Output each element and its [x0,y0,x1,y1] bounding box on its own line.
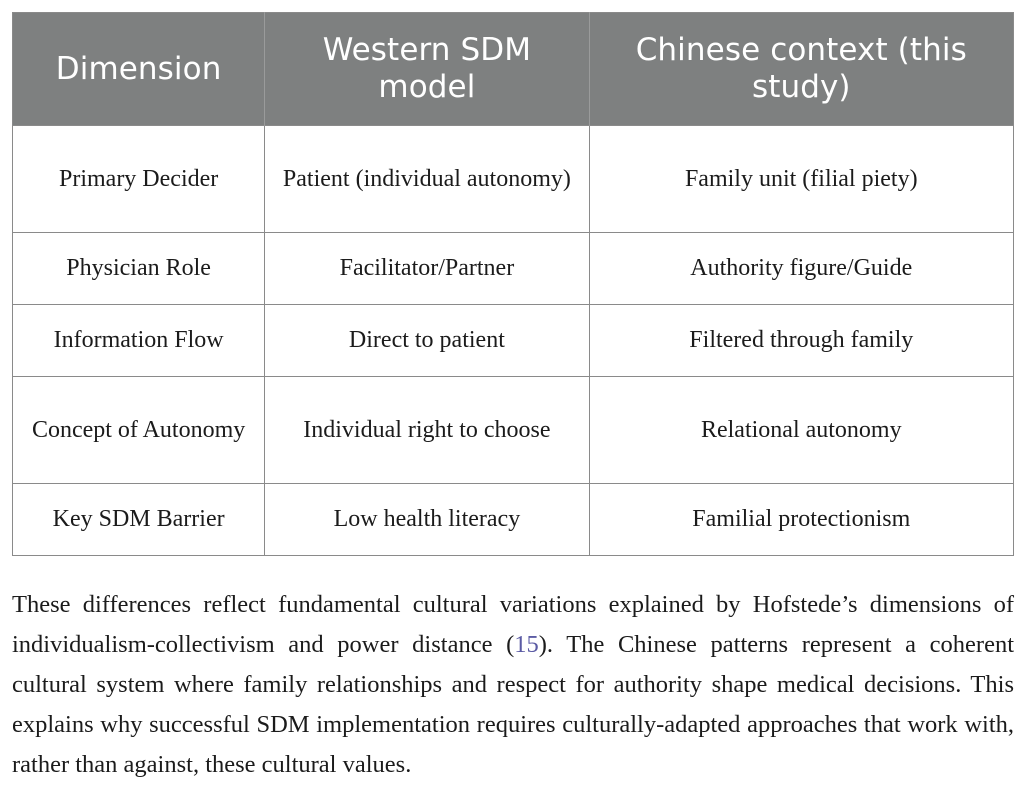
table-body: Primary Decider Patient (individual auto… [12,125,1014,556]
cell-dimension: Information Flow [12,304,266,377]
table-row: Physician Role Facilitator/Partner Autho… [12,232,1014,305]
table-row: Information Flow Direct to patient Filte… [12,304,1014,377]
cell-western: Individual right to choose [264,376,590,484]
cell-chinese: Familial protectionism [589,483,1014,556]
comparison-table-container: Dimension Western SDM model Chinese cont… [12,12,1014,556]
cell-chinese: Family unit (filial piety) [589,125,1014,233]
citation-link-15[interactable]: 15 [514,630,539,658]
cell-western: Patient (individual autonomy) [264,125,590,233]
table-row: Concept of Autonomy Individual right to … [12,376,1014,484]
table-header: Dimension Western SDM model Chinese cont… [12,12,1014,126]
table-row: Key SDM Barrier Low health literacy Fami… [12,483,1014,556]
cell-western: Direct to patient [264,304,590,377]
cell-chinese: Filtered through family [589,304,1014,377]
document-page: Dimension Western SDM model Chinese cont… [12,12,1014,778]
column-header-dimension: Dimension [12,12,266,126]
paragraph-text-before-citation: These differences reflect fundamental cu… [12,590,1014,658]
cell-chinese: Authority figure/Guide [589,232,1014,305]
cell-chinese: Relational autonomy [589,376,1014,484]
cell-western: Low health literacy [264,483,590,556]
cell-dimension: Physician Role [12,232,266,305]
cell-dimension: Concept of Autonomy [12,376,266,484]
body-paragraph: These differences reflect fundamental cu… [12,585,1014,785]
table-row: Primary Decider Patient (individual auto… [12,125,1014,233]
sdm-comparison-table: Dimension Western SDM model Chinese cont… [12,12,1014,556]
cell-dimension: Primary Decider [12,125,266,233]
cell-dimension: Key SDM Barrier [12,483,266,556]
cell-western: Facilitator/Partner [264,232,590,305]
table-header-row: Dimension Western SDM model Chinese cont… [12,12,1014,126]
column-header-western-sdm-model: Western SDM model [264,12,590,126]
column-header-chinese-context: Chinese context (this study) [589,12,1014,126]
